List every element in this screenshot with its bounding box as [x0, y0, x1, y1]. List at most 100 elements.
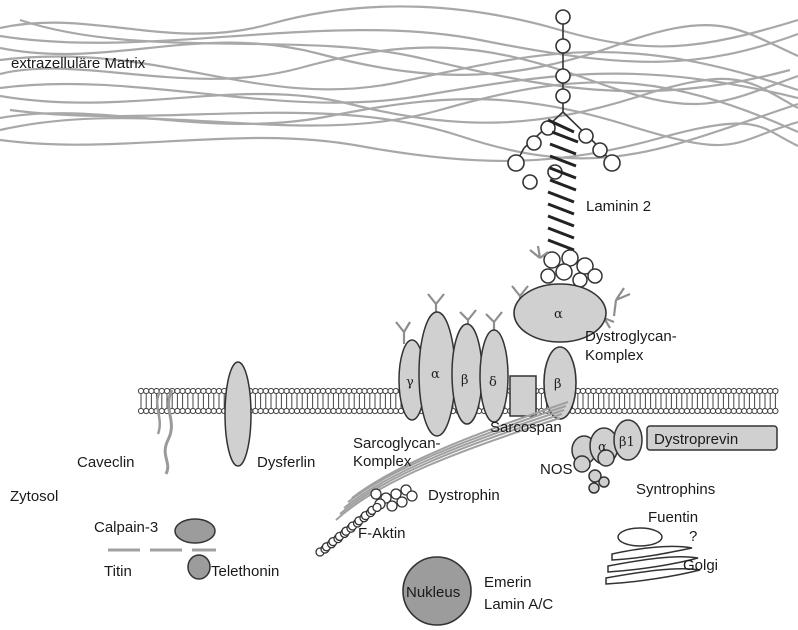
lipid-head: [268, 388, 273, 393]
lipid-head: [736, 388, 741, 393]
lipid-head: [596, 388, 601, 393]
lipid-head: [638, 388, 643, 393]
lipid-head: [164, 388, 169, 393]
lipid-head: [679, 408, 684, 413]
lipid-head: [690, 408, 695, 413]
lipid-head: [362, 408, 367, 413]
sarcoglycan-alpha-glyph: α: [431, 367, 440, 382]
lipid-head: [258, 388, 263, 393]
dystrophin-label: Dystrophin: [428, 487, 500, 504]
lipid-head: [762, 388, 767, 393]
lipid-head: [617, 408, 622, 413]
titin-label: Titin: [104, 563, 132, 580]
lipid-head: [752, 408, 757, 413]
lipid-head: [700, 388, 705, 393]
lipid-head: [378, 408, 383, 413]
dystroglycan-beta-glyph: β: [554, 377, 562, 392]
lipid-head: [700, 408, 705, 413]
dystroglycan-label-line1: Dystroglycan-: [585, 328, 677, 345]
lipid-head: [196, 388, 201, 393]
calpain-3-protein: [175, 519, 215, 543]
lipid-head: [658, 408, 663, 413]
lipid-head: [669, 408, 674, 413]
lipid-head: [190, 388, 195, 393]
lipid-head: [575, 408, 580, 413]
sarcoglycan-beta-glyph: β: [461, 373, 469, 388]
lipid-head: [310, 388, 315, 393]
lipid-head: [175, 408, 180, 413]
lipid-head: [752, 388, 757, 393]
syntrophin-beta1-glyph: β1: [619, 435, 635, 450]
lipid-head: [211, 408, 216, 413]
lipid-head: [279, 408, 284, 413]
sarcoglycan-label-line2: Komplex: [353, 453, 412, 470]
lipid-head: [138, 408, 143, 413]
lipid-head: [643, 388, 648, 393]
lipid-head: [294, 408, 299, 413]
lipid-head: [388, 408, 393, 413]
lipid-head: [773, 388, 778, 393]
lipid-head: [253, 388, 258, 393]
laminin-globules: [541, 250, 602, 287]
lipid-head: [606, 388, 611, 393]
lipid-head: [180, 408, 185, 413]
lipid-head: [580, 388, 585, 393]
lipid-head: [627, 408, 632, 413]
lipid-head: [201, 408, 206, 413]
syntrophin-complex: [572, 420, 642, 493]
lipid-head: [664, 388, 669, 393]
nucleus-label: Nukleus: [406, 584, 460, 601]
lipid-head: [211, 388, 216, 393]
lipid-head: [716, 388, 721, 393]
lipid-head: [757, 408, 762, 413]
lipid-head: [216, 408, 221, 413]
lipid-head: [268, 408, 273, 413]
lipid-head: [591, 408, 596, 413]
dysferlin-label: Dysferlin: [257, 454, 315, 471]
lipid-head: [586, 408, 591, 413]
lipid-head: [658, 388, 663, 393]
telethonin-label: Telethonin: [211, 563, 279, 580]
lipid-head: [622, 388, 627, 393]
lipid-head: [310, 408, 315, 413]
lipid-head: [331, 408, 336, 413]
zytosol-label: Zytosol: [10, 488, 58, 505]
lipid-head: [326, 408, 331, 413]
lipid-head: [653, 408, 658, 413]
question-mark-label: ?: [689, 528, 697, 545]
lipid-head: [648, 388, 653, 393]
lipid-head: [768, 388, 773, 393]
lipid-head: [705, 388, 710, 393]
lipid-head: [757, 388, 762, 393]
lamin-label: Lamin A/C: [484, 596, 553, 613]
lipid-head: [185, 408, 190, 413]
lipid-head: [138, 388, 143, 393]
lipid-head: [263, 408, 268, 413]
syntrophin-alpha-glyph: α: [598, 440, 607, 455]
lipid-head: [383, 388, 388, 393]
lipid-head: [539, 388, 544, 393]
lipid-head: [648, 408, 653, 413]
lipid-head: [336, 388, 341, 393]
lipid-head: [180, 388, 185, 393]
lipid-head: [185, 388, 190, 393]
lipid-head: [144, 408, 149, 413]
nos-label: NOS: [540, 461, 573, 478]
lipid-head: [341, 388, 346, 393]
lipid-head: [622, 408, 627, 413]
sarcoglycan-label-line1: Sarcoglycan-: [353, 435, 441, 452]
lipid-head: [305, 408, 310, 413]
lipid-head: [326, 388, 331, 393]
dystroglycan-label-line2: Komplex: [585, 347, 644, 364]
lipid-head: [617, 388, 622, 393]
lipid-head: [367, 388, 372, 393]
lipid-head: [372, 408, 377, 413]
lipid-head: [653, 388, 658, 393]
lipid-head: [632, 408, 637, 413]
fuentin-label: Fuentin: [648, 509, 698, 526]
syntrophins-label: Syntrophins: [636, 481, 715, 498]
lipid-head: [664, 408, 669, 413]
lipid-head: [190, 408, 195, 413]
lipid-head: [300, 388, 305, 393]
